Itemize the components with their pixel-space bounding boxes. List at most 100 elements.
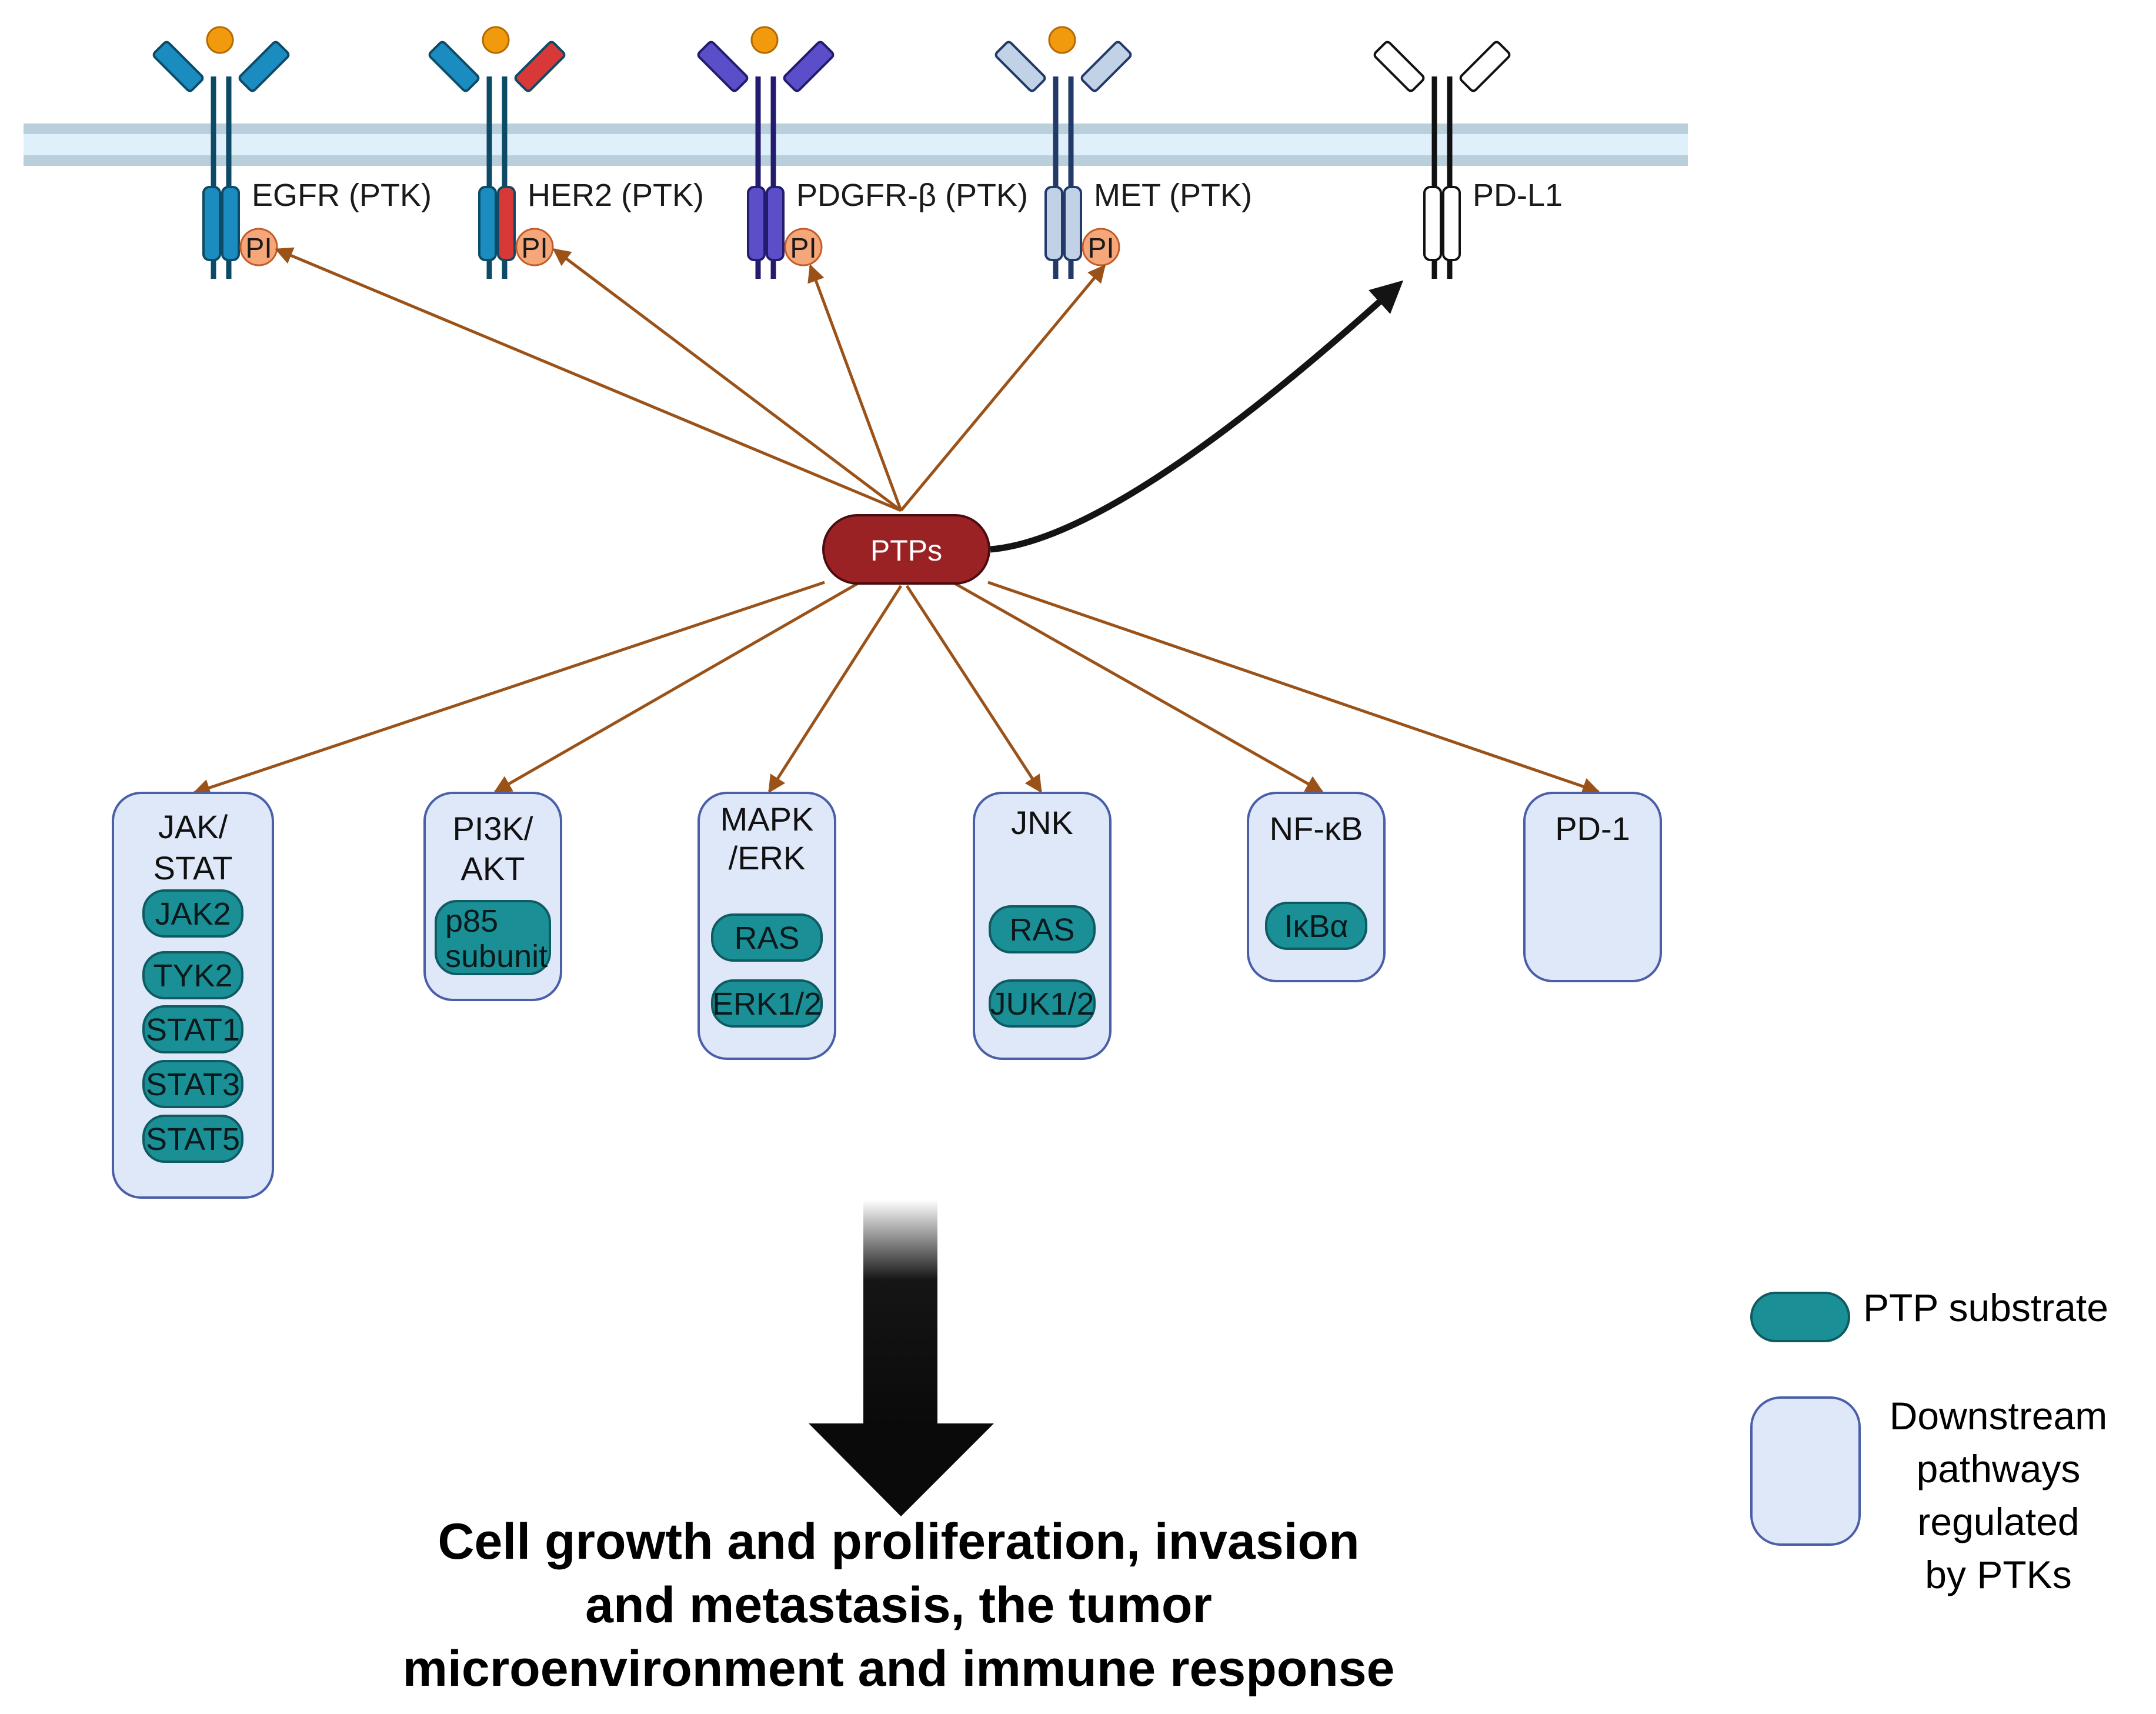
pathway-title: /ERK	[729, 839, 806, 876]
receptor-label: MET (PTK)	[1094, 178, 1252, 213]
substrate-pill: STAT3	[142, 1060, 243, 1108]
receptor-arm-left	[697, 41, 749, 92]
pathway-mapk-erk: MAPK/ERK RAS ERK1/2	[697, 792, 836, 1060]
kinase-domain-left	[478, 186, 497, 261]
receptor-arm-right	[514, 41, 566, 92]
substrate-pill: IκBα	[1265, 902, 1367, 950]
legend: PTP substrate Downstream pathways regula…	[1750, 1286, 2108, 1596]
phosphorylation-icon: PI	[239, 228, 278, 266]
substrate-pill: TYK2	[142, 951, 243, 999]
substrate-label: JUK1/2	[990, 986, 1094, 1022]
ligand-icon	[750, 26, 779, 54]
phospho-circle	[515, 228, 554, 266]
pathway-title: MAPK	[720, 801, 814, 838]
substrate-shape	[711, 979, 823, 1028]
pathway-title: AKT	[461, 850, 525, 887]
downstream-pathways: JAK/STATJAK2TYK2STAT1STAT3STAT5PI3K/AKTp…	[112, 792, 1662, 1199]
ptps-hub: PTPs	[822, 514, 990, 585]
pathway-nf-kb: NF-κB IκBα	[1247, 792, 1386, 982]
regulation-arrows	[192, 247, 1600, 796]
kinase-domain-right	[766, 186, 785, 261]
substrate-pill: ERK1/2	[711, 979, 823, 1028]
receptor-arm-right	[1080, 41, 1132, 92]
outcome-text: Cell growth and proliferation, invasion …	[403, 1513, 1395, 1697]
arrow-to-pdgfr-beta	[807, 264, 903, 511]
outcome-line-3: microenvironment and immune response	[403, 1640, 1395, 1697]
phosphorylation-icon: PI	[1082, 228, 1120, 266]
legend-substrate-label: PTP substrate	[1863, 1286, 2108, 1329]
substrate-label: p85	[445, 903, 498, 939]
substrate-shape	[1265, 902, 1367, 950]
receptor-label: PDGFR-β (PTK)	[796, 178, 1028, 213]
kinase-domain-right	[1063, 186, 1082, 261]
arrow-to-met	[900, 264, 1106, 512]
substrate-label: STAT1	[146, 1012, 240, 1048]
substrate-shape	[142, 1115, 243, 1163]
arrow-to-pi3k-akt	[493, 581, 861, 793]
substrate-label: RAS	[1009, 912, 1074, 948]
substrate-label: RAS	[734, 921, 799, 956]
substrate-label: STAT5	[146, 1122, 240, 1157]
phospho-label: PI	[1087, 233, 1114, 264]
legend-pathway-swatch	[1750, 1396, 1861, 1546]
substrate-shape	[142, 1060, 243, 1108]
pathway-title: PD-1	[1555, 810, 1630, 847]
ligand-icon	[482, 26, 510, 54]
substrate-pill: RAS	[989, 905, 1096, 953]
ligand-icon	[1048, 26, 1076, 54]
substrate-shape	[711, 913, 823, 962]
pathway-pd-1: PD-1	[1523, 792, 1662, 982]
kinase-domain-left	[1044, 186, 1063, 261]
receptor-arm-right	[238, 41, 290, 92]
arrow-to-jak-stat	[192, 581, 825, 796]
substrate-label: TYK2	[153, 958, 232, 993]
substrate-label: ERK1/2	[712, 986, 822, 1022]
arrow-to-mapk-erk	[767, 585, 903, 793]
membrane-inner	[24, 134, 1688, 155]
ptps-hub-shape	[822, 514, 990, 585]
outcome-line-2: and metastasis, the tumor	[585, 1577, 1212, 1633]
legend-pathway-line-3: regulated	[1917, 1500, 2079, 1543]
pathway-title: JAK/	[158, 808, 228, 845]
phospho-circle	[784, 228, 823, 266]
substrate-shape	[142, 1005, 243, 1053]
pathway-title: NF-κB	[1270, 810, 1363, 847]
receptor-label: PD-L1	[1473, 178, 1563, 213]
outcome-arrow-shaft	[863, 1200, 937, 1429]
substrate-shape	[989, 979, 1096, 1028]
kinase-domain-right	[1442, 186, 1461, 261]
phospho-label: PI	[521, 233, 548, 264]
outcome-arrow	[809, 1200, 994, 1516]
phosphorylation-icon: PI	[515, 228, 554, 266]
substrate-shape	[142, 889, 243, 938]
receptor-egfr: EGFR (PTK) PI	[152, 26, 432, 279]
receptor-met: MET (PTK) PI	[994, 26, 1252, 279]
outcome-line-1: Cell growth and proliferation, invasion	[438, 1513, 1359, 1570]
legend-substrate-swatch	[1750, 1292, 1850, 1342]
receptor-arm-right	[783, 41, 835, 92]
arrow-to-pd-l1	[990, 280, 1404, 553]
arrow-to-pd-1	[987, 581, 1600, 795]
substrate-pill: STAT1	[142, 1005, 243, 1053]
pathway-title: PI3K/	[453, 810, 533, 847]
substrate-pill: RAS	[711, 913, 823, 962]
kinase-domain-left	[202, 186, 221, 261]
substrate-label: STAT3	[146, 1067, 240, 1102]
phospho-label: PI	[790, 233, 816, 264]
arrow-to-egfr	[275, 247, 902, 512]
kinase-domain-right	[221, 186, 240, 261]
kinase-domain-left	[747, 186, 766, 261]
pathway-box	[1523, 792, 1662, 982]
receptor-arm-left	[152, 41, 204, 92]
substrate-pill: STAT5	[142, 1115, 243, 1163]
outcome-arrow-head	[809, 1423, 994, 1516]
arrow-to-her2	[552, 248, 902, 512]
substrate-shape	[989, 905, 1096, 953]
receptor-label: EGFR (PTK)	[252, 178, 432, 213]
cell-membrane	[24, 124, 1688, 166]
arrow-to-nf-kb	[952, 581, 1324, 793]
receptor-pdgfr-beta: PDGFR-β (PTK) PI	[697, 26, 1028, 279]
